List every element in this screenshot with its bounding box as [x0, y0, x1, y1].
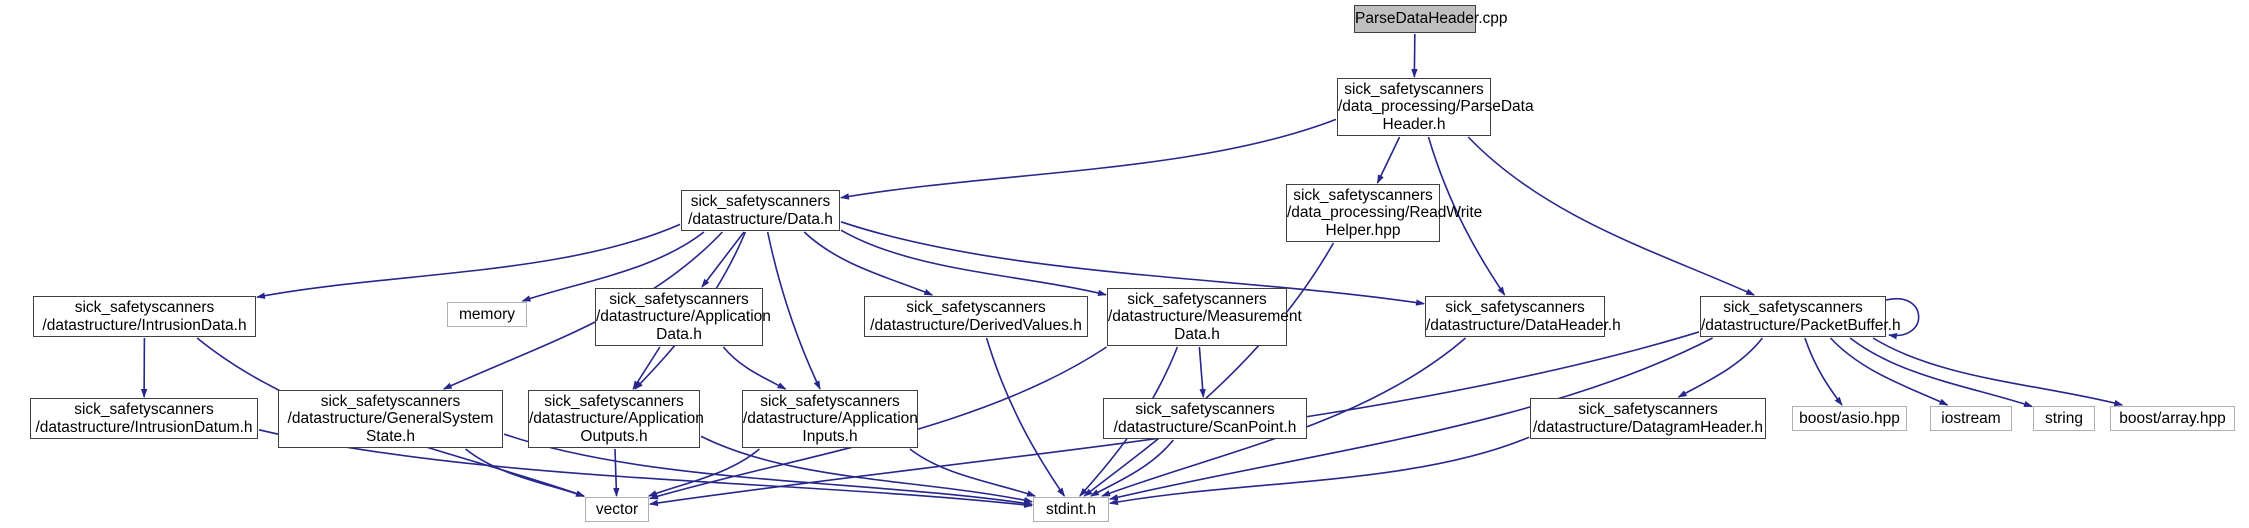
graph-node-label: vector: [595, 500, 639, 518]
graph-node-label: sick_safetyscanners /datastructure/Intru…: [42, 299, 247, 334]
graph-node-label: iostream: [1941, 409, 2001, 427]
graph-edge-data-to-measurementdata: [840, 229, 1107, 297]
graph-edge-parsedataheader-to-readwritehelper: [1376, 136, 1401, 184]
graph-edge-data-to-generalsystemstate: [442, 231, 723, 390]
graph-edge-data-to-applicationinputs: [766, 231, 821, 390]
graph-edge-readwritehelper-to-stdint: [1083, 242, 1335, 497]
graph-node-boostasio[interactable]: boost/asio.hpp: [1792, 406, 1907, 431]
graph-node-scanpoint[interactable]: sick_safetyscanners /datastructure/ScanP…: [1103, 398, 1307, 439]
graph-node-applicationinputs[interactable]: sick_safetyscanners /datastructure/Appli…: [742, 390, 918, 448]
graph-node-derivedvalues[interactable]: sick_safetyscanners /datastructure/Deriv…: [864, 296, 1088, 337]
graph-edge-intrusiondatum-to-stdint: [258, 429, 1033, 508]
graph-node-iostream[interactable]: iostream: [1930, 406, 2012, 431]
graph-node-label: sick_safetyscanners /datastructure/Datag…: [1532, 401, 1764, 436]
graph-node-label: sick_safetyscanners /datastructure/Data.…: [688, 193, 833, 228]
graph-node-root[interactable]: ParseDataHeader.cpp: [1354, 5, 1508, 33]
graph-edge-packetbuffer-to-iostream: [1829, 337, 1949, 406]
graph-node-label: memory: [459, 305, 515, 323]
graph-edge-applicationoutputs-to-vector: [613, 448, 620, 497]
graph-node-label: sick_safetyscanners /datastructure/Packe…: [1701, 299, 1901, 334]
graph-node-readwritehelper[interactable]: sick_safetyscanners /data_processing/Rea…: [1286, 184, 1483, 242]
graph-node-label: string: [2045, 409, 2083, 427]
graph-node-label: sick_safetyscanners /datastructure/ScanP…: [1113, 401, 1297, 436]
graph-edge-packetbuffer-to-string: [1849, 337, 2033, 408]
graph-edge-packetbuffer-to-datagramheader: [1677, 337, 1764, 398]
graph-node-string[interactable]: string: [2033, 406, 2095, 431]
graph-edge-parsedataheader-to-packetbuffer: [1467, 136, 1756, 296]
graph-node-label: sick_safetyscanners /datastructure/DataH…: [1426, 299, 1621, 334]
graph-edge-data-to-memory: [521, 231, 705, 302]
graph-node-label: sick_safetyscanners /datastructure/Appli…: [529, 392, 704, 445]
graph-edge-parsedataheader-to-dataheader: [1427, 136, 1506, 296]
graph-node-stdint[interactable]: stdint.h: [1033, 497, 1109, 522]
graph-node-intrusiondata[interactable]: sick_safetyscanners /datastructure/Intru…: [33, 296, 256, 337]
graph-edge-packetbuffer-to-stdint: [1109, 337, 1713, 501]
graph-node-label: ParseDataHeader.cpp: [1355, 10, 1508, 28]
graph-edge-generalsystemstate-to-vector: [465, 448, 585, 498]
graph-edge-datagramheader-to-stdint: [1109, 436, 1530, 506]
graph-node-packetbuffer[interactable]: sick_safetyscanners /datastructure/Packe…: [1700, 296, 1901, 337]
graph-node-datagramheader[interactable]: sick_safetyscanners /datastructure/Datag…: [1530, 398, 1766, 439]
graph-edge-applicationdata-to-applicationoutputs: [632, 346, 661, 390]
graph-node-boostarray[interactable]: boost/array.hpp: [2110, 406, 2235, 431]
graph-node-label: sick_safetyscanners /datastructure/Intru…: [35, 401, 253, 436]
graph-node-label: stdint.h: [1046, 500, 1096, 518]
graph-node-intrusiondatum[interactable]: sick_safetyscanners /datastructure/Intru…: [30, 398, 258, 439]
graph-node-label: sick_safetyscanners /datastructure/Gener…: [287, 392, 494, 445]
graph-node-label: sick_safetyscanners /data_processing/Par…: [1338, 80, 1534, 133]
graph-node-label: boost/asio.hpp: [1799, 409, 1900, 427]
graph-node-parsedataheader[interactable]: sick_safetyscanners /data_processing/Par…: [1337, 78, 1534, 136]
graph-edge-data-to-derivedvalues: [803, 231, 934, 296]
graph-node-measurementdata[interactable]: sick_safetyscanners /datastructure/Measu…: [1107, 288, 1302, 346]
graph-edge-data-to-dataheader: [840, 221, 1425, 306]
graph-node-label: boost/array.hpp: [2119, 409, 2226, 427]
graph-edge-scanpoint-to-stdint: [1089, 439, 1174, 497]
graph-edge-data-to-intrusiondata: [256, 223, 681, 299]
graph-edge-applicationdata-to-applicationinputs: [722, 346, 787, 390]
graph-node-vector[interactable]: vector: [585, 497, 649, 522]
graph-edge-packetbuffer-to-packetbuffer: [1885, 297, 1920, 340]
graph-node-applicationoutputs[interactable]: sick_safetyscanners /datastructure/Appli…: [528, 390, 704, 448]
graph-edge-parsedataheader-to-data: [840, 118, 1337, 200]
graph-edge-applicationinputs-to-vector: [647, 448, 760, 497]
graph-edge-measurementdata-to-scanpoint: [1198, 346, 1206, 398]
graph-edge-data-to-applicationdata: [701, 231, 745, 288]
graph-node-data[interactable]: sick_safetyscanners /datastructure/Data.…: [681, 190, 840, 231]
graph-node-label: sick_safetyscanners /datastructure/Appli…: [743, 392, 918, 445]
graph-node-label: sick_safetyscanners /datastructure/Measu…: [1108, 290, 1302, 343]
graph-edge-generalsystemstate-to-stdint: [503, 433, 1033, 507]
graph-node-memory[interactable]: memory: [447, 302, 527, 327]
graph-node-label: sick_safetyscanners /data_processing/Rea…: [1287, 186, 1483, 239]
graph-node-applicationdata[interactable]: sick_safetyscanners /datastructure/Appli…: [595, 288, 771, 346]
graph-edge-applicationoutputs-to-stdint: [700, 435, 1033, 504]
graph-node-label: sick_safetyscanners /datastructure/Appli…: [596, 290, 771, 343]
graph-edge-derivedvalues-to-stdint: [985, 337, 1066, 497]
graph-node-generalsystemstate[interactable]: sick_safetyscanners /datastructure/Gener…: [278, 390, 503, 448]
graph-edge-applicationinputs-to-stdint: [909, 448, 1036, 497]
graph-node-label: sick_safetyscanners /datastructure/Deriv…: [870, 299, 1082, 334]
graph-edge-packetbuffer-to-boostasio: [1804, 337, 1843, 406]
graph-node-dataheader[interactable]: sick_safetyscanners /datastructure/DataH…: [1425, 296, 1621, 337]
graph-edge-packetbuffer-to-boostarray: [1872, 337, 2124, 407]
